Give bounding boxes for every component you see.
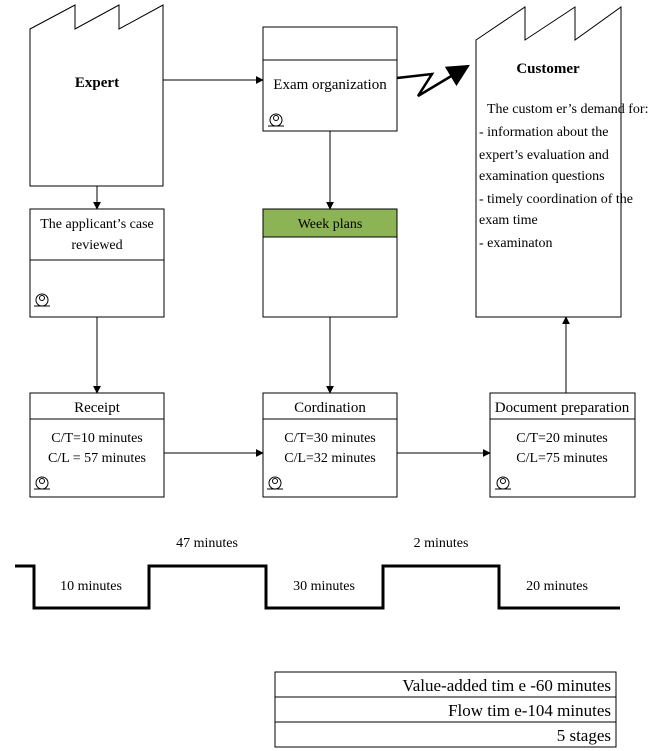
document-preparation-cycle-time: C/T=20 minutes (516, 431, 608, 446)
summary-flow-time: Flow tim e-104 minutes (448, 701, 611, 720)
document-preparation-title: Document preparation (495, 400, 630, 416)
electronic-information-flow-arrow (396, 64, 470, 98)
exam-organization-label: Exam organization (273, 77, 387, 93)
expert-label: Expert (75, 75, 119, 91)
customer-demand-line-5: - timely coordination of the (479, 192, 633, 207)
timeline-high-1: 47 minutes (176, 536, 238, 551)
timeline-low-1: 10 minutes (60, 579, 122, 594)
customer-demand-line-2: - information about the (479, 125, 608, 140)
summary-table-frame (274, 671, 617, 748)
cordination-cycle-time: C/T=30 minutes (284, 431, 376, 446)
operator-icon (34, 476, 50, 490)
document-preparation-box (489, 392, 636, 498)
cordination-process: Cordination C/T=30 minutes C/L=32 minute… (262, 392, 398, 498)
timeline-high-2: 2 minutes (414, 536, 469, 551)
customer-demand-line-6: exam time (479, 213, 538, 228)
timeline-low-3: 20 minutes (526, 579, 588, 594)
receipt-title: Receipt (74, 400, 121, 416)
operator-icon (268, 113, 284, 127)
exam-organization-box (262, 26, 398, 132)
week-plans-label: Week plans (298, 217, 363, 232)
operator-icon (267, 476, 283, 490)
exam-organization-node: Exam organization (262, 26, 398, 132)
cordination-title: Cordination (294, 400, 366, 416)
expert-factory-shape (29, 4, 164, 187)
applicant-case-node: The applicant’s case reviewed (29, 208, 165, 318)
receipt-box (29, 392, 165, 498)
timeline-ladder (15, 564, 620, 610)
receipt-lead-time: C/L = 57 minutes (48, 451, 146, 466)
customer-factory-shape (475, 6, 622, 318)
expert-node: Expert (29, 4, 164, 187)
operator-icon (495, 476, 511, 490)
applicant-case-label-line-2: reviewed (71, 238, 122, 253)
operator-icon (34, 293, 50, 307)
timeline: 10 minutes 30 minutes 20 minutes 47 minu… (15, 536, 620, 610)
customer-demand-line-7: - examinaton (479, 236, 552, 251)
flow-arrows (93, 64, 570, 457)
customer-node: Customer The custom er’s demand for: - i… (475, 6, 648, 318)
week-plans-node: Week plans (262, 208, 398, 318)
receipt-process: Receipt C/T=10 minutes C/L = 57 minutes (29, 392, 165, 498)
receipt-cycle-time: C/T=10 minutes (51, 431, 143, 446)
customer-label: Customer (516, 61, 580, 77)
applicant-case-box (29, 208, 165, 318)
summary-table: Value-added tim e -60 minutes Flow tim e… (274, 671, 617, 748)
cordination-box (262, 392, 398, 498)
summary-value-added: Value-added tim e -60 minutes (402, 676, 611, 695)
customer-demand-line-4: examination questions (479, 169, 605, 184)
document-preparation-lead-time: C/L=75 minutes (516, 451, 608, 466)
customer-demand-line-1: The custom er’s demand for: (487, 102, 648, 117)
timeline-low-2: 30 minutes (293, 579, 355, 594)
summary-stages: 5 stages (557, 726, 611, 745)
applicant-case-label-line-1: The applicant’s case (40, 217, 154, 232)
customer-demand-line-3: expert’s evaluation and (479, 148, 609, 163)
cordination-lead-time: C/L=32 minutes (284, 451, 376, 466)
document-preparation-process: Document preparation C/T=20 minutes C/L=… (489, 392, 636, 498)
